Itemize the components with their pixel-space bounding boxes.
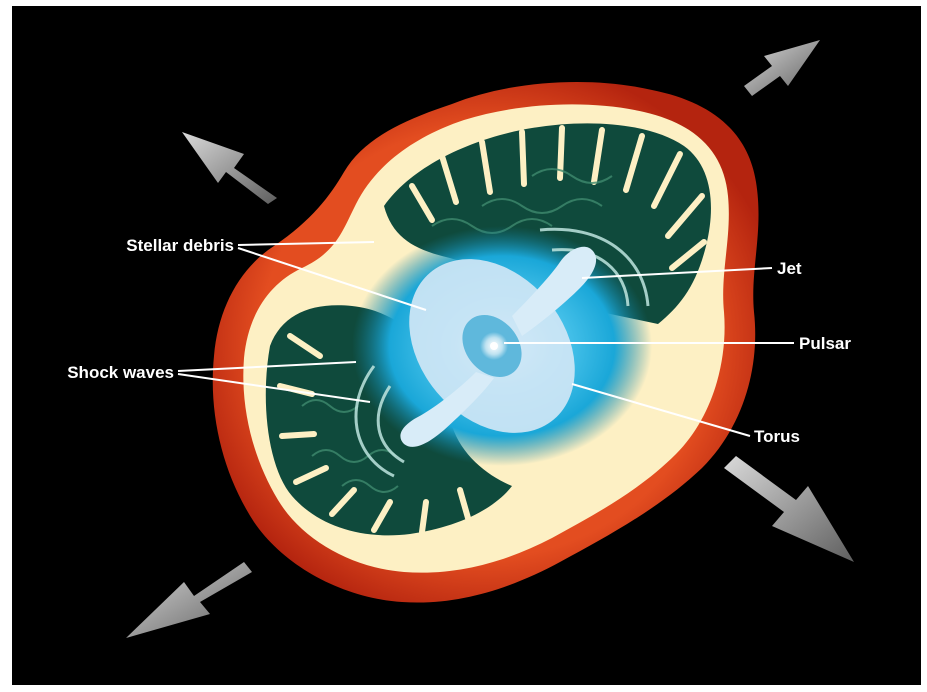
label-stellar-debris: Stellar debris: [126, 236, 234, 255]
pulsar-core: [490, 342, 498, 350]
supernova-remnant-diagram: Stellar debris Shock waves Jet Pulsar To…: [12, 6, 921, 685]
expansion-arrow-icon: [182, 132, 277, 204]
label-jet: Jet: [777, 259, 802, 278]
label-shock-waves: Shock waves: [67, 363, 174, 382]
expansion-arrow-icon: [744, 40, 820, 96]
label-pulsar: Pulsar: [799, 334, 851, 353]
expansion-arrow-icon: [126, 562, 252, 638]
label-torus: Torus: [754, 427, 800, 446]
diagram-canvas: Stellar debris Shock waves Jet Pulsar To…: [12, 6, 921, 685]
expansion-arrow-icon: [724, 456, 854, 562]
